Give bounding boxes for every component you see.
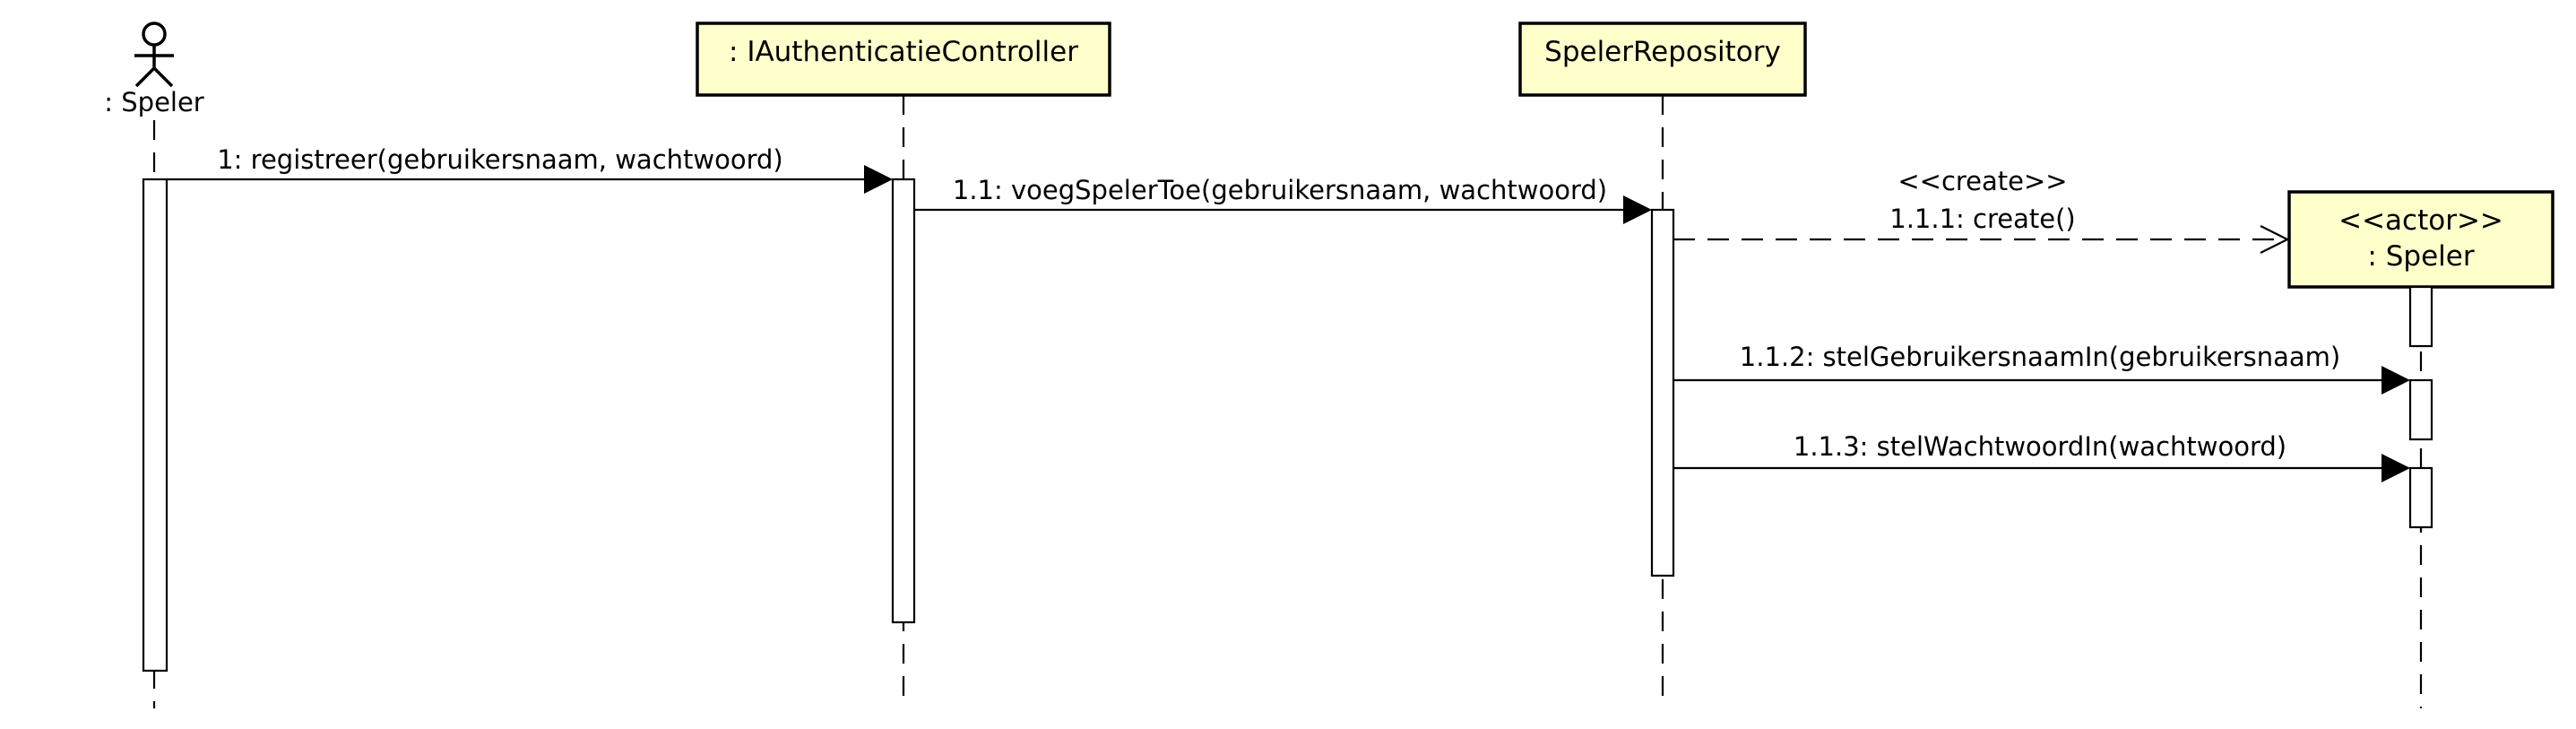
arrowhead-filled-icon [2382, 366, 2410, 395]
activation-speler-created-1 [2408, 285, 2433, 348]
arrowhead-filled-icon [1623, 195, 1652, 224]
message-1-1-voeg-speler-toe[interactable]: 1.1: voegSpelerToe(gebruikersnaam, wacht… [914, 175, 1652, 224]
participant-speler-repository[interactable]: SpelerRepository [1518, 22, 1807, 97]
activation-speler-created-2 [2408, 378, 2433, 441]
participant-stereotype: <<actor>> [2338, 204, 2503, 237]
arrowhead-open-icon [2260, 225, 2290, 254]
message-1-1-3-stel-wachtwoord-in[interactable]: 1.1.3: stelWachtwoordIn(wachtwoord) [1673, 431, 2410, 482]
activation-speler-actor [142, 178, 169, 673]
participant-label: : Speler [104, 87, 204, 117]
message-1-1-2-stel-gebruikersnaam-in[interactable]: 1.1.2: stelGebruikersnaamIn(gebruikersna… [1673, 342, 2410, 395]
message-label: 1.1.3: stelWachtwoordIn(wachtwoord) [1794, 431, 2286, 462]
participant-box [1518, 22, 1807, 97]
actor-stick-figure-icon [134, 22, 174, 88]
arrowhead-filled-icon [864, 165, 893, 194]
message-1-1-1-create[interactable]: <<create>> 1.1.1: create() [1673, 166, 2290, 254]
activation-speler-repository [1650, 208, 1675, 577]
participant-authenticatie-controller[interactable]: : IAuthenticatieController [696, 22, 1111, 97]
message-stereotype: <<create>> [1897, 166, 2067, 196]
arrowhead-filled-icon [2382, 454, 2410, 482]
activation-speler-created-3 [2408, 466, 2433, 529]
participant-box [696, 22, 1111, 97]
message-label: 1.1.2: stelGebruikersnaamIn(gebruikersna… [1740, 342, 2340, 372]
participant-label: SpelerRepository [1544, 36, 1781, 68]
activation-authenticatie-controller [891, 178, 916, 624]
participant-label: : Speler [2367, 240, 2474, 273]
message-label: 1: registreer(gebruikersnaam, wachtwoord… [217, 144, 783, 175]
participant-label: : IAuthenticatieController [729, 36, 1078, 68]
message-label: 1.1: voegSpelerToe(gebruikersnaam, wacht… [953, 175, 1607, 205]
participant-speler-created[interactable]: <<actor>> : Speler [2287, 190, 2554, 289]
message-1-registreer[interactable]: 1: registreer(gebruikersnaam, wachtwoord… [167, 144, 893, 194]
message-label: 1.1.1: create() [1889, 204, 2075, 234]
participant-speler-actor[interactable]: : Speler [104, 22, 204, 117]
